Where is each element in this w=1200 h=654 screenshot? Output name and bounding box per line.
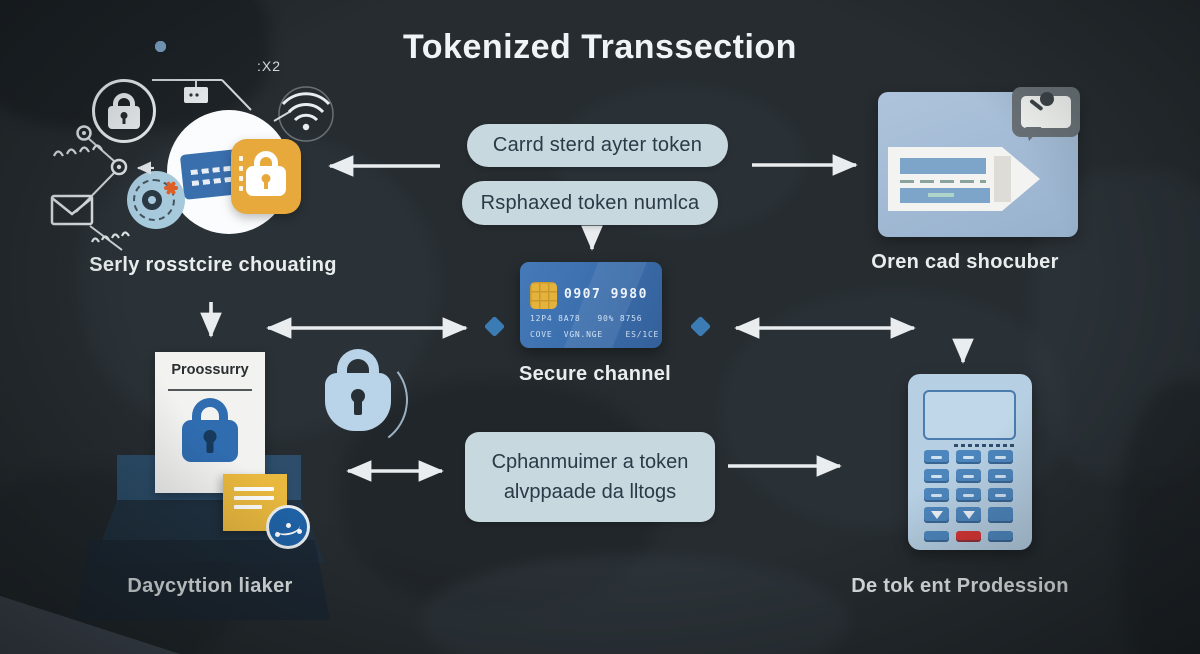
- keypad-key: [988, 450, 1013, 464]
- decryption-label: Daycyttion liaker: [127, 575, 293, 597]
- card-row: 12P4 8A78 90% 8756: [530, 314, 643, 323]
- credit-card: 0907 9980 12P4 8A78 90% 8756 COVE VGN.NG…: [520, 262, 662, 348]
- keypad-key: [924, 488, 949, 502]
- page-title: Tokenized Transsection: [403, 28, 797, 66]
- terminal-icon: [908, 374, 1032, 550]
- keypad-key: [956, 469, 981, 483]
- keypad-key: [924, 450, 949, 464]
- dots-column: [239, 156, 243, 161]
- card-number: 0907 9980: [564, 287, 648, 302]
- terminal-caption: [954, 444, 1014, 447]
- tag-icon: [888, 147, 1040, 211]
- cancel-key: [956, 531, 981, 542]
- divider: [168, 389, 252, 391]
- tag-bar: [900, 158, 986, 174]
- terminal-label: De tok ent Prodession: [851, 575, 1069, 597]
- keypad-key: [956, 450, 981, 464]
- pill-card-stored: Carrd sterd ayter token: [467, 124, 728, 167]
- lock-shackle: [254, 151, 278, 167]
- function-key: [988, 531, 1013, 542]
- note-line: [234, 505, 262, 509]
- keypad-key: [956, 488, 981, 502]
- browser-label: Oren cad shocuber: [871, 251, 1059, 273]
- app-lock-icon: [231, 139, 301, 214]
- arrow-down-key: [956, 507, 981, 523]
- terminal-screen: [923, 390, 1016, 440]
- tokenization-label: Serly rosstcire chouating: [89, 254, 337, 276]
- tag-band: [994, 156, 1011, 202]
- secure-channel-label: Secure channel: [518, 363, 672, 385]
- lock-shackle: [192, 398, 228, 422]
- document-title: Proossurry: [171, 362, 249, 378]
- process-box: Cphanmuimer a token alvppaade da lltogs: [465, 432, 715, 522]
- keypad-key: [988, 507, 1013, 523]
- diamond-connector: [689, 315, 712, 338]
- process-line: alvppaade da lltogs: [503, 480, 677, 503]
- sync-icon: [127, 171, 185, 229]
- pin-icon: [1040, 92, 1054, 106]
- lock-badge-icon: [92, 79, 156, 143]
- card-row: COVE VGN.NGE ES/1CE: [530, 330, 660, 339]
- function-key: [924, 531, 949, 542]
- envelope-icon: [50, 194, 94, 226]
- note-line: [234, 487, 274, 491]
- card-chip-icon: [530, 282, 557, 309]
- pill-replaced-token: Rsphaxed token numlca: [462, 181, 718, 225]
- diamond-connector: [483, 315, 506, 338]
- keyhole: [264, 181, 268, 189]
- tag-dash: [928, 193, 954, 197]
- share-icon: [266, 505, 310, 549]
- keypad-key: [988, 488, 1013, 502]
- route-dots: [275, 532, 280, 537]
- speech-bubble: [1012, 87, 1080, 137]
- keypad-key: [924, 469, 949, 483]
- tag-dashes: [900, 180, 986, 183]
- arrow-down-key: [924, 507, 949, 523]
- keyhole: [122, 117, 126, 124]
- keyhole: [206, 440, 214, 453]
- keypad-key: [988, 469, 1013, 483]
- note-line: [234, 496, 274, 500]
- document-icon: Proossurry: [155, 352, 265, 493]
- sync-ring: [142, 190, 162, 210]
- process-line: Cphanmuimer a token: [491, 450, 689, 473]
